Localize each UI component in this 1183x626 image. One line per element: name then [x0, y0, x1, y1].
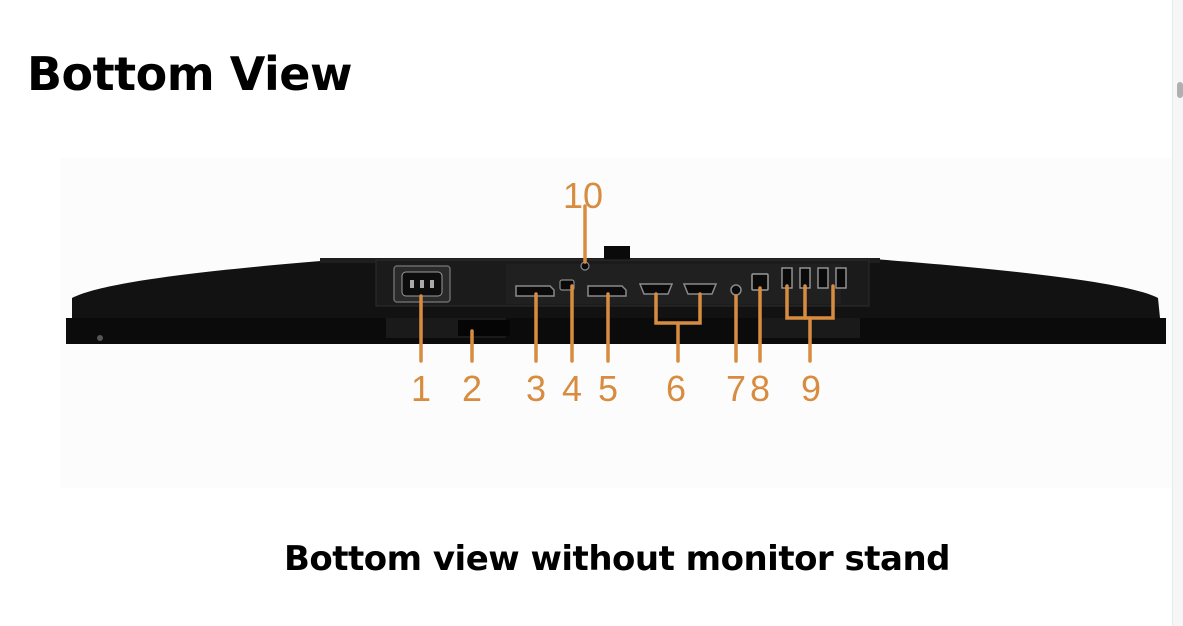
hdmi-connector-1	[638, 283, 674, 295]
callout-10: 10	[563, 175, 603, 216]
usb-port-4	[835, 267, 847, 289]
displayport-connector	[515, 285, 555, 297]
power-pin-1	[410, 280, 414, 288]
connectors	[393, 261, 847, 303]
power-pin-3	[430, 280, 434, 288]
usb-port-3	[817, 267, 829, 289]
callout-numbers: 1 2 3 4 5 6 7 8 9 10	[411, 175, 821, 409]
monitor-bottom-view-figure: 1 2 3 4 5 6 7 8 9 10	[60, 158, 1172, 488]
vertical-scrollbar[interactable]	[1172, 0, 1183, 626]
power-pin-2	[420, 280, 424, 288]
page-title: Bottom View	[27, 47, 352, 101]
lock-slot	[458, 320, 510, 336]
hdmi-connector-2	[682, 283, 718, 295]
figure-caption: Bottom view without monitor stand	[283, 539, 951, 579]
scrollbar-thumb[interactable]	[1177, 82, 1183, 98]
callout-7: 7	[726, 368, 746, 409]
callout-8: 8	[750, 368, 770, 409]
displayport-out-connector	[587, 285, 627, 297]
monitor-bottom-rim	[66, 318, 1166, 344]
callout-9: 9	[801, 368, 821, 409]
callout-2: 2	[462, 368, 482, 409]
top-clip	[604, 246, 630, 260]
screw-left	[97, 335, 103, 341]
audio-jack	[730, 284, 742, 296]
callout-6: 6	[666, 368, 686, 409]
callout-lines	[419, 204, 835, 363]
callout-3: 3	[526, 368, 546, 409]
callout-4: 4	[562, 368, 582, 409]
callout-5: 5	[598, 368, 618, 409]
callout-1: 1	[411, 368, 431, 409]
